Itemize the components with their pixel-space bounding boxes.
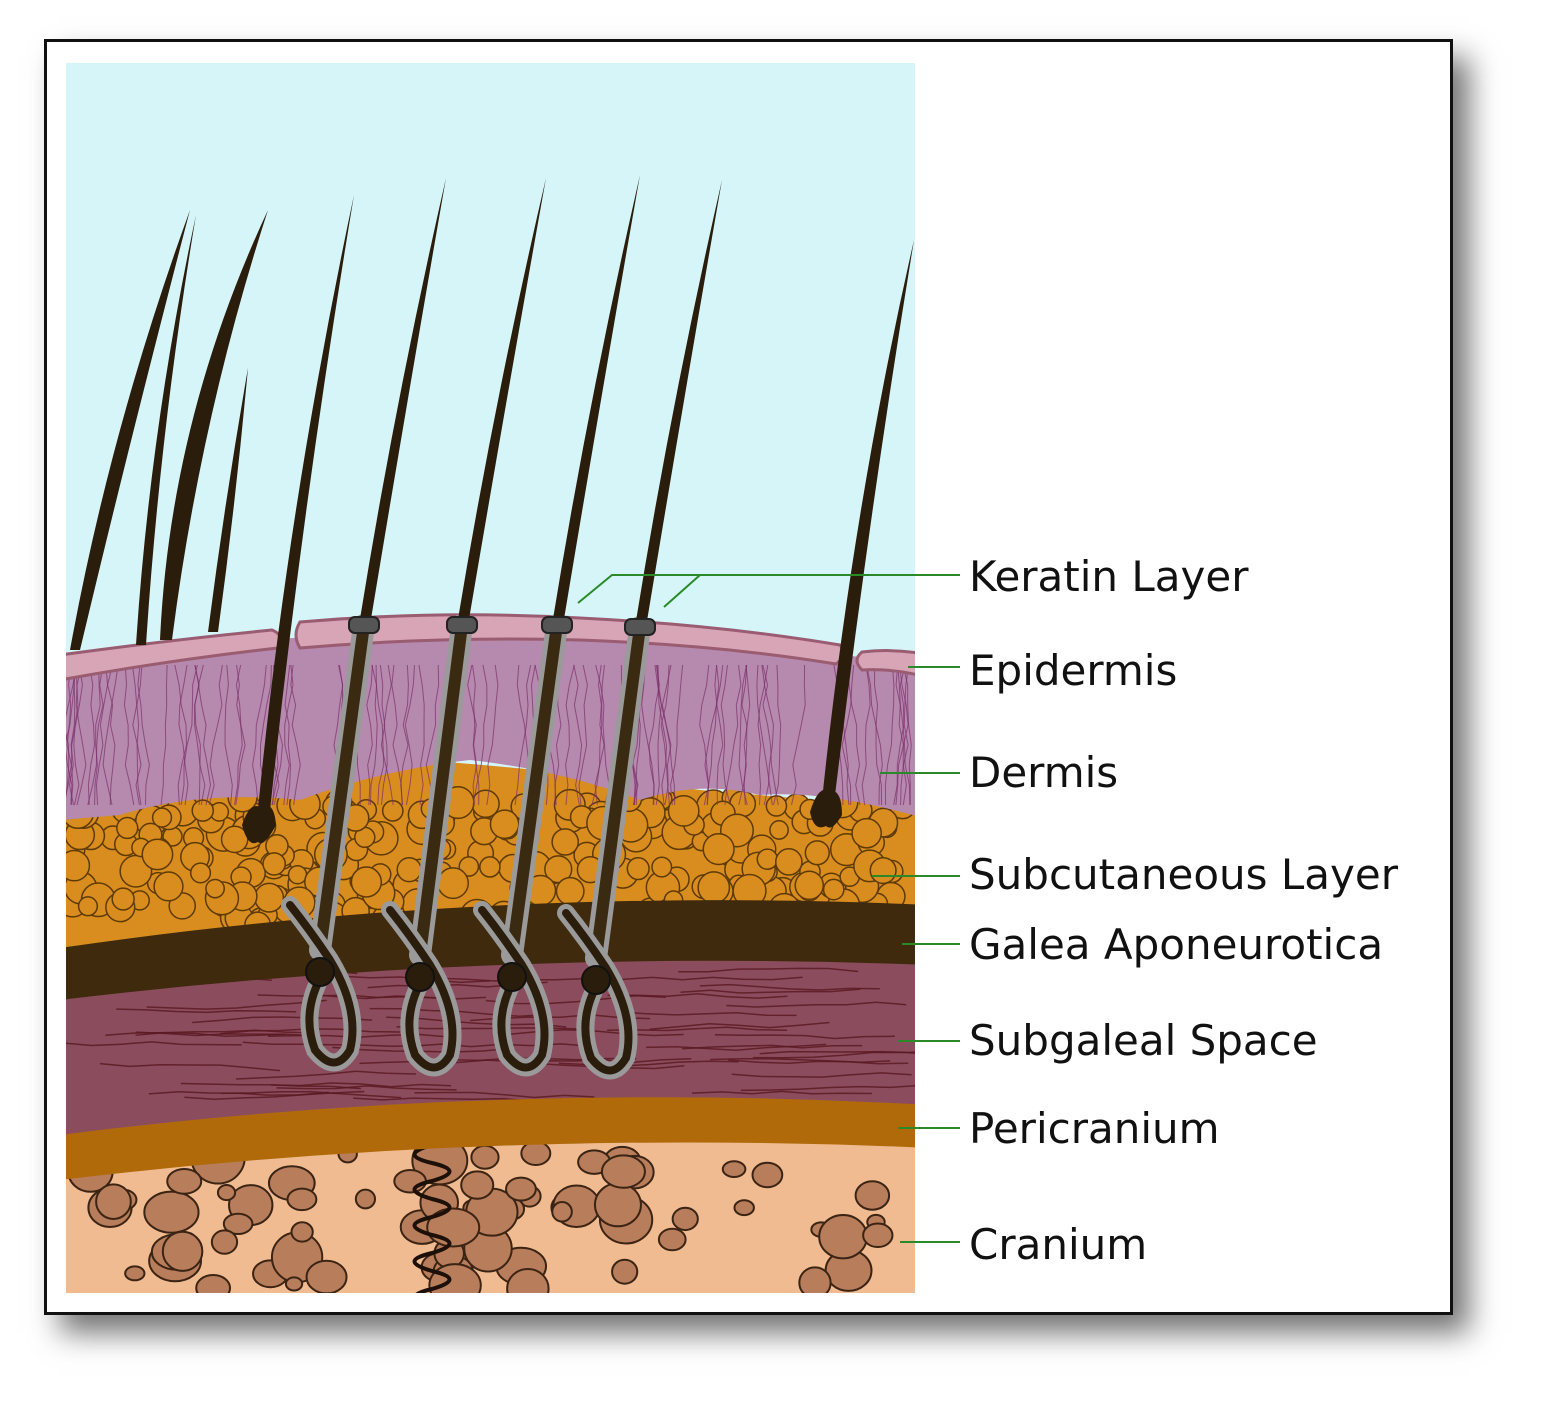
label-keratin-layer: Keratin Layer [969,552,1249,601]
pointer-lines [577,574,960,1243]
natural-hairs [70,195,914,844]
cranial-suture [412,1143,452,1293]
label-epidermis: Epidermis [969,646,1178,695]
label-pericranium: Pericranium [969,1104,1220,1153]
cranium-bone-cells [67,1129,894,1293]
label-galea-aponeurotica: Galea Aponeurotica [969,920,1384,969]
pericranium-layer [66,1097,915,1180]
label-dermis: Dermis [969,748,1119,797]
transplanted-hairs [281,175,722,1080]
label-subgaleal-space: Subgaleal Space [969,1016,1318,1065]
subgaleal-space-layer [66,956,915,1140]
galea-aponeurotica-layer [66,900,915,1000]
label-cranium: Cranium [969,1220,1148,1269]
label-subcutaneous-layer: Subcutaneous Layer [969,850,1398,899]
dermis-fibers [66,664,912,806]
keratin-layer-right [855,649,915,676]
